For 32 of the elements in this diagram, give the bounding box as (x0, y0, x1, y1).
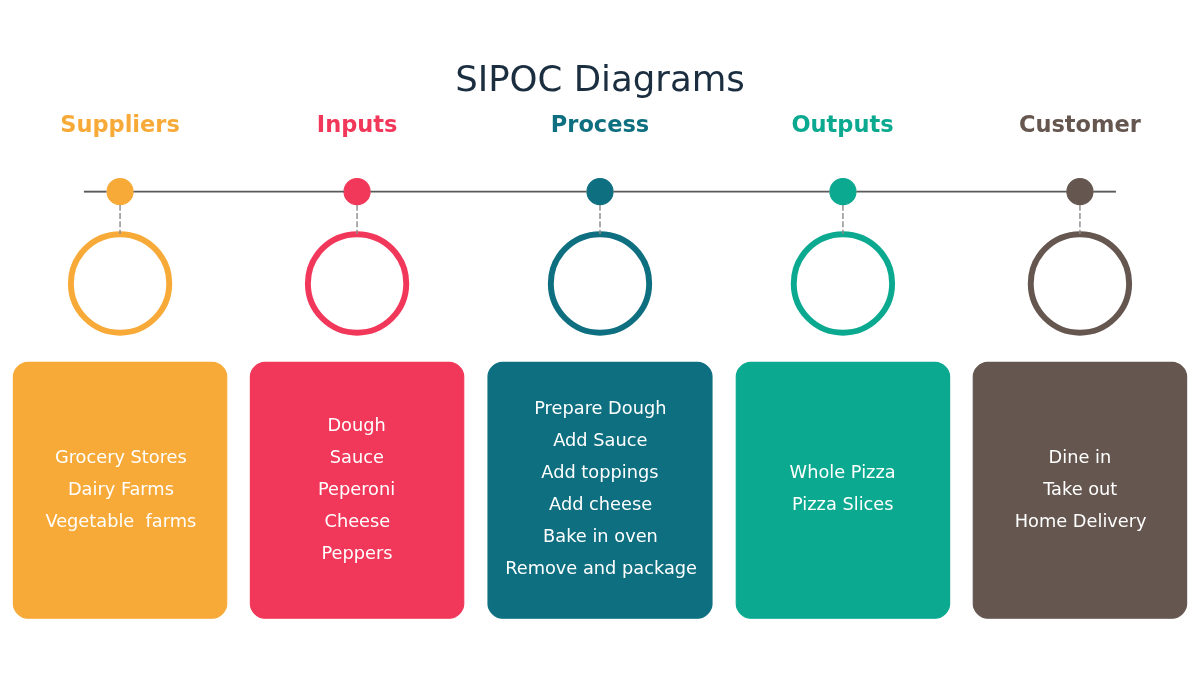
node-box: Dough Sauce Peperoni Cheese Peppers (249, 361, 465, 619)
connector (842, 203, 844, 235)
node-label: Process (550, 110, 650, 137)
connector (369, 190, 588, 193)
connector (1092, 190, 1117, 193)
node-label: Outputs (791, 110, 894, 137)
diagram-title: SIPOC Diagrams (455, 57, 745, 99)
node-circle (67, 230, 173, 336)
node-circle (343, 177, 371, 205)
node-box: Grocery Stores Dairy Farms Vegetable farms (12, 361, 228, 619)
connector (1079, 203, 1081, 235)
connector (599, 203, 601, 235)
node-circle (106, 177, 134, 205)
node-box: Whole Pizza Pizza Slices (735, 361, 951, 619)
node-label: Inputs (316, 110, 398, 137)
connector (855, 190, 1068, 193)
node-circle (586, 177, 614, 205)
node-box: Dine in Take out Home Delivery (972, 361, 1188, 619)
node-circle (304, 230, 410, 336)
connector (132, 190, 345, 193)
node-label: Customer (1018, 110, 1141, 137)
node-circle (1066, 177, 1094, 205)
connector (612, 190, 831, 193)
connector (82, 190, 108, 193)
connector (356, 203, 358, 235)
connector (119, 203, 121, 235)
node-circle (829, 177, 857, 205)
node-box: Prepare Dough Add Sauce Add toppings Add cheese Bake in oven Remove and package (487, 361, 713, 619)
node-label: Suppliers (60, 110, 180, 137)
node-circle (547, 230, 653, 336)
node-circle (1027, 230, 1133, 336)
node-circle (790, 230, 896, 336)
